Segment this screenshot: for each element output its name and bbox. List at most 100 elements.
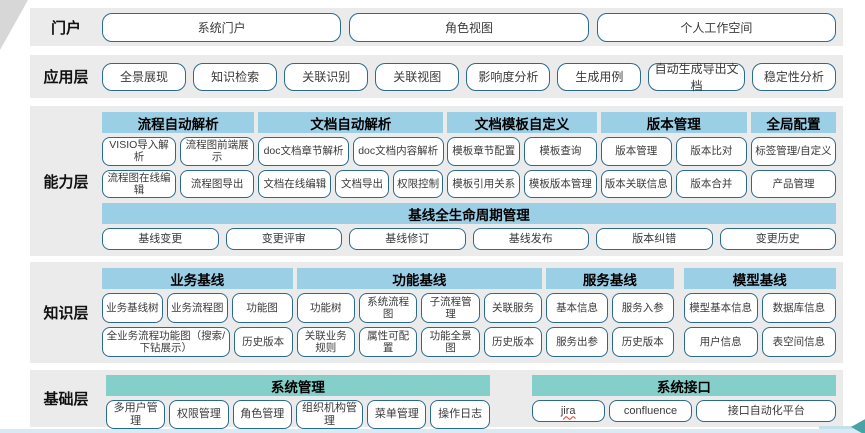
group-header: 流程自动解析 (102, 112, 255, 133)
layer-label-application: 应用层 (43, 69, 89, 86)
knowledge-node: 数据库信息 (761, 293, 837, 323)
spacer (490, 375, 532, 420)
capability-node: 版本管理 (600, 137, 672, 166)
group-header: 文档模板自定义 (447, 112, 597, 133)
bottom-accent-strip (0, 429, 865, 433)
group-row: jira confluence 接口自动化平台 (531, 400, 836, 422)
app-node: 全景展现 (102, 62, 187, 91)
layer-band-portal: 门户 系统门户 角色视图 个人工作空间 (30, 8, 843, 46)
capability-node: 模板查询 (524, 137, 597, 166)
knowledge-node: 服务出参 (546, 327, 608, 357)
capability-node: 文档导出 (335, 169, 389, 198)
knowledge-node: 历史版本 (233, 327, 293, 357)
group-row: 关联业务规则 属性可配置 功能全景图 历史版本 (296, 327, 543, 357)
group-row: 模板引用关系 模板版本管理 (447, 169, 597, 198)
capability-content: 流程自动解析 VISIO导入解析 流程图前端展示 流程图在线编辑 流程图导出 文… (102, 106, 843, 256)
layer-band-knowledge: 知识层 业务基线 业务基线树 业务流程图 功能图 全业务流程功能图（搜索/下钻展… (30, 262, 843, 363)
foundation-node: 角色管理 (232, 400, 292, 430)
baseline-node: 版本纠错 (596, 228, 713, 250)
capability-node: 模板版本管理 (524, 169, 597, 198)
knowledge-node: 基本信息 (546, 293, 608, 323)
group-row: 多用户管理 权限管理 角色管理 组织机构管理 菜单管理 操作日志 (106, 400, 490, 430)
knowledge-node: 全业务流程功能图（搜索/下钻展示） (102, 327, 230, 357)
group-row: 模板章节配置 模板查询 (447, 137, 597, 166)
group-row: 服务出参 历史版本 (546, 327, 674, 357)
knowledge-node: 关联业务规则 (296, 327, 355, 357)
capability-node: 流程图导出 (180, 169, 255, 198)
foundation-content: 系统管理 多用户管理 权限管理 角色管理 组织机构管理 菜单管理 操作日志 系统… (102, 370, 843, 430)
group-header: 文档自动解析 (258, 112, 444, 133)
capability-node: 权限控制 (392, 169, 444, 198)
knowledge-groups: 业务基线 业务基线树 业务流程图 功能图 全业务流程功能图（搜索/下钻展示） 历… (102, 268, 837, 357)
capability-node: 产品管理 (750, 169, 837, 198)
knowledge-content: 业务基线 业务基线树 业务流程图 功能图 全业务流程功能图（搜索/下钻展示） 历… (102, 262, 843, 363)
knowledge-node: 关联服务 (483, 293, 543, 323)
capability-node: 模板章节配置 (447, 137, 521, 166)
portal-content: 系统门户 角色视图 个人工作空间 (102, 8, 843, 47)
app-node: 稳定性分析 (751, 62, 836, 91)
app-node: 影响度分析 (466, 62, 551, 91)
group-header: 系统接口 (531, 375, 836, 396)
portal-node: 个人工作空间 (596, 12, 836, 42)
group-header: 服务基线 (546, 268, 674, 289)
app-node: 自动生成导出文档 (648, 62, 745, 93)
layer-label-knowledge: 知识层 (43, 305, 89, 322)
knowledge-node: 历史版本 (483, 327, 543, 357)
knowledge-node: 功能树 (296, 293, 355, 323)
group-global-config: 全局配置 标签管理/自定义 产品管理 (750, 112, 837, 198)
group-doc-parsing: 文档自动解析 doc文档章节解析 doc文档内容解析 文档在线编辑 文档导出 权… (258, 112, 444, 198)
group-model-baseline: 模型基线 模型基本信息 数据库信息 用户信息 表空间信息 (683, 268, 837, 357)
knowledge-node: 功能全景图 (421, 327, 480, 357)
knowledge-node: 属性可配置 (358, 327, 418, 357)
group-header: 版本管理 (600, 112, 747, 133)
app-node: 关联识别 (284, 62, 369, 91)
foundation-node: 操作日志 (430, 400, 490, 430)
foundation-node: 组织机构管理 (295, 400, 364, 430)
group-header: 系统管理 (106, 375, 490, 396)
group-row: 版本管理 版本比对 (600, 137, 747, 166)
knowledge-node: 模型基本信息 (683, 293, 758, 323)
knowledge-node: 系统流程图 (358, 293, 418, 323)
group-system-interface: 系统接口 jira confluence 接口自动化平台 (531, 375, 836, 422)
capability-groups: 流程自动解析 VISIO导入解析 流程图前端展示 流程图在线编辑 流程图导出 文… (102, 112, 837, 198)
jira-label: jira (560, 404, 576, 417)
application-content: 全景展现 知识检索 关联识别 关联视图 影响度分析 生成用例 自动生成导出文档 … (102, 58, 843, 96)
group-header: 业务基线 (102, 268, 293, 289)
group-business-baseline: 业务基线 业务基线树 业务流程图 功能图 全业务流程功能图（搜索/下钻展示） 历… (102, 268, 293, 357)
foundation-node: 菜单管理 (367, 400, 427, 430)
layer-label-portal: 门户 (50, 19, 81, 37)
group-header: 全局配置 (750, 112, 837, 133)
group-row: doc文档章节解析 doc文档内容解析 (258, 137, 444, 166)
layer-label-foundation: 基础层 (43, 391, 89, 408)
foundation-node: 权限管理 (169, 400, 229, 430)
group-header: 基线全生命周期管理 (102, 203, 836, 224)
group-row: 文档在线编辑 文档导出 权限控制 (258, 169, 444, 198)
group-row: 功能树 系统流程图 子流程管理 关联服务 (296, 293, 543, 323)
group-header: 功能基线 (296, 268, 543, 289)
knowledge-node: 业务基线树 (102, 293, 163, 323)
group-row: 业务基线树 业务流程图 功能图 (102, 293, 293, 323)
group-row: 全业务流程功能图（搜索/下钻展示） 历史版本 (102, 327, 293, 357)
knowledge-node: 业务流程图 (166, 293, 228, 323)
foundation-node: confluence (608, 400, 693, 422)
layer-band-foundation: 基础层 系统管理 多用户管理 权限管理 角色管理 组织机构管理 菜单管理 操作日… (30, 370, 843, 430)
group-header: 模型基线 (683, 268, 836, 289)
capability-node: 流程图前端展示 (180, 137, 255, 166)
capability-node: 流程图在线编辑 (102, 169, 177, 198)
group-row: 基线变更 变更评审 基线修订 基线发布 版本纠错 变更历史 (102, 228, 836, 250)
group-row: 基本信息 服务入参 (546, 293, 674, 323)
group-row: 流程图在线编辑 流程图导出 (102, 169, 255, 198)
capability-node: 版本关联信息 (600, 169, 672, 198)
baseline-node: 基线变更 (102, 228, 219, 250)
group-row: 产品管理 (750, 169, 837, 198)
foundation-node: 多用户管理 (106, 400, 166, 430)
group-row: 模型基本信息 数据库信息 (683, 293, 837, 323)
baseline-node: 变更历史 (719, 228, 836, 250)
portal-node: 系统门户 (102, 12, 342, 42)
knowledge-node: 表空间信息 (761, 327, 837, 357)
foundation-node-jira: jira (531, 400, 605, 422)
group-system-mgmt: 系统管理 多用户管理 权限管理 角色管理 组织机构管理 菜单管理 操作日志 (106, 375, 490, 430)
capability-node: 版本比对 (675, 137, 747, 166)
knowledge-node: 历史版本 (611, 327, 674, 357)
